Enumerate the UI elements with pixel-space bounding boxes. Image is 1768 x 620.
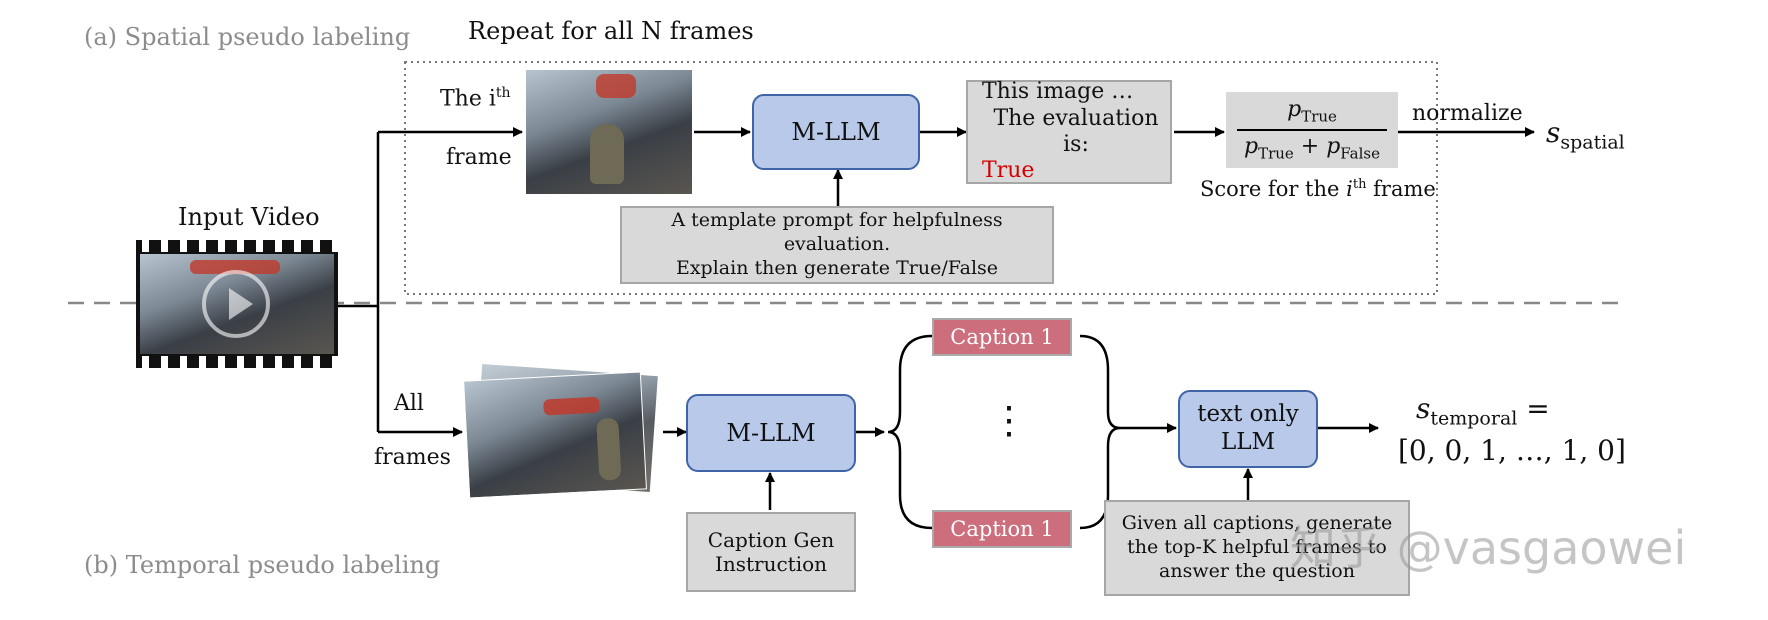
- repeat-label: Repeat for all N frames: [468, 17, 754, 45]
- output-line-2: The evaluation is:: [993, 105, 1159, 157]
- prompt-line-2: Explain then generate True/False: [675, 256, 999, 279]
- section-b-title: (b) Temporal pseudo labeling: [84, 551, 441, 579]
- prompt-line-1: A template prompt for helpfulness evalua…: [671, 209, 1003, 256]
- spatial-mllm-box: M-LLM: [752, 94, 920, 170]
- play-icon[interactable]: [202, 270, 270, 338]
- temporal-mllm-box: M-LLM: [686, 394, 856, 472]
- caption-top-box: Caption 1: [932, 318, 1072, 356]
- ith-frame-label: The ith: [440, 85, 511, 112]
- all-frames-label-bottom: frames: [374, 445, 451, 470]
- score-fraction-box: pTrue pTrue + pFalse: [1226, 92, 1398, 168]
- spatial-score-result: sspatial: [1546, 116, 1625, 154]
- temporal-score-result: stemporal =: [1416, 392, 1550, 430]
- normalize-label: normalize: [1412, 101, 1523, 126]
- output-answer: True: [982, 158, 1035, 184]
- temporal-score-value: [0, 0, 1, …, 1, 0]: [1398, 434, 1626, 467]
- given-line-2: the top-K helpful frames to: [1127, 536, 1387, 559]
- fraction-numerator: pTrue: [1287, 96, 1337, 125]
- section-a-title: (a) Spatial pseudo labeling: [84, 23, 411, 51]
- repeat-region-border: [404, 61, 1438, 295]
- caption-bottom-box: Caption 1: [932, 510, 1072, 548]
- ith-frame-label-bottom: frame: [446, 145, 512, 170]
- watermark: 知乎 @vasgaowei: [1290, 521, 1687, 575]
- caption-ellipsis: ⋮: [990, 398, 1028, 442]
- instruction-line-1: Caption Gen: [707, 528, 835, 552]
- left-brace: [887, 334, 933, 530]
- output-line-1: This image …: [982, 79, 1134, 105]
- text-only-llm-box: text only LLM: [1178, 390, 1318, 468]
- topk-instruction-box: Given all captions, generate the top-K h…: [1104, 500, 1410, 596]
- input-video-label: Input Video: [178, 203, 320, 231]
- llm-line-1: text only: [1197, 401, 1299, 428]
- caption-instruction-box: Caption Gen Instruction: [686, 512, 856, 592]
- spatial-output-box: This image … The evaluation is: True: [966, 79, 1172, 184]
- input-video-filmstrip: [136, 240, 338, 368]
- fraction-denominator: pTrue + pFalse: [1243, 134, 1381, 163]
- given-line-3: answer the question: [1159, 559, 1355, 582]
- ith-frame-thumbnail: [526, 70, 692, 194]
- given-line-1: Given all captions, generate: [1121, 512, 1393, 535]
- score-caption: Score for the ith frame: [1200, 177, 1436, 201]
- instruction-line-2: Instruction: [714, 552, 828, 576]
- llm-line-2: LLM: [1220, 429, 1276, 455]
- stacked-frame-front: [463, 371, 647, 499]
- fraction-bar: [1237, 129, 1387, 131]
- all-frames-label-top: All: [394, 391, 424, 416]
- spatial-prompt-box: A template prompt for helpfulness evalua…: [620, 206, 1054, 284]
